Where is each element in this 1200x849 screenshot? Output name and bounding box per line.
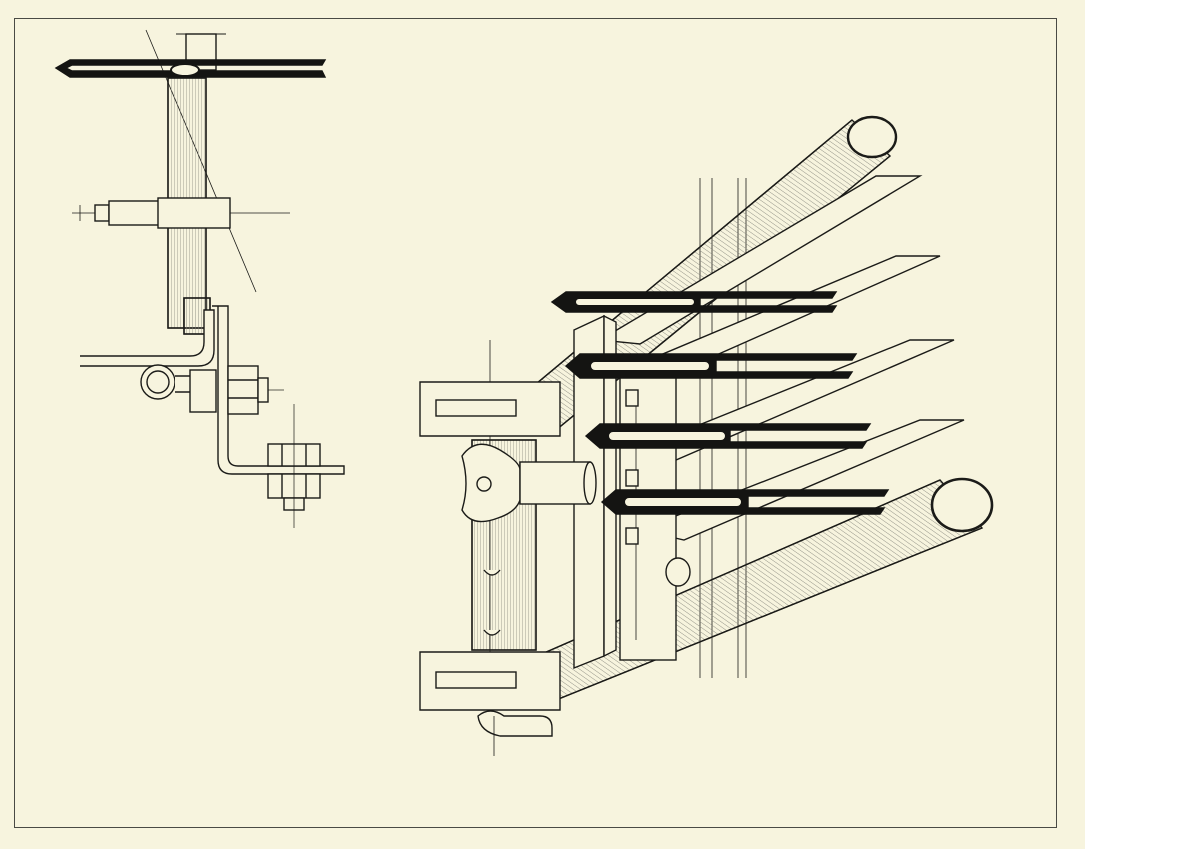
hex-nut <box>625 389 691 587</box>
hex-nut <box>189 365 284 415</box>
bracket <box>419 381 561 711</box>
knife-blade <box>54 59 327 78</box>
bracket <box>573 314 677 670</box>
wing-nut <box>461 443 597 523</box>
side-section-view <box>54 29 345 528</box>
drawing-frame <box>14 18 1057 828</box>
bracket <box>80 305 345 475</box>
hex-nut <box>267 404 321 528</box>
spring-clip <box>477 710 553 756</box>
isometric-assembly-view <box>419 115 994 756</box>
knife-blade <box>550 291 890 515</box>
